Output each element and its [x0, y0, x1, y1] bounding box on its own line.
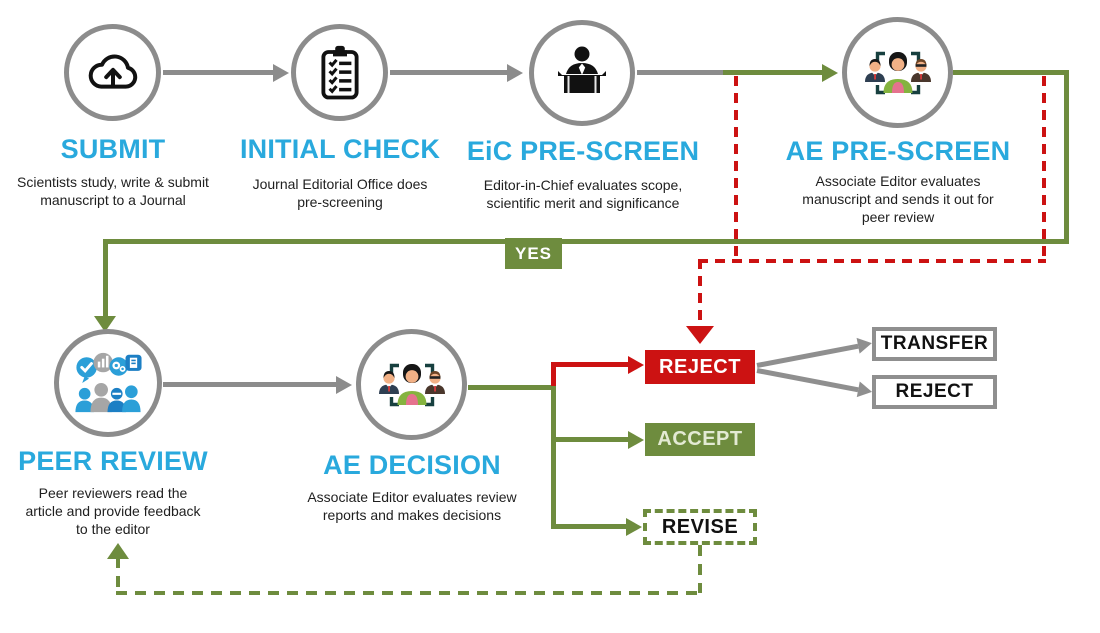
arrowhead-reject-final: [856, 380, 874, 400]
reject-dashed-horizontal: [698, 259, 1046, 263]
reject-dashed-drop: [698, 259, 702, 327]
node-ae-prescreen: [842, 17, 953, 128]
revise-loop-rise: [116, 557, 120, 595]
people-select-icon: [864, 51, 931, 94]
checklist-icon: [320, 45, 359, 99]
desc-submit: Scientists study, write & submit manuscr…: [17, 174, 209, 208]
desc-peer-review: Peer reviewers read the article and prov…: [25, 485, 201, 537]
yes-loop-left: [103, 239, 108, 318]
title-ae-decision: AE DECISION: [323, 450, 501, 480]
yes-loop-top: [953, 70, 1069, 75]
arrowhead-eic: [507, 64, 523, 82]
yes-loop-bottom: [103, 239, 1069, 244]
arrowhead-initial: [273, 64, 289, 82]
connector-submit-initial: [163, 70, 275, 75]
trunk-red-segment: [551, 362, 556, 390]
arrowhead-transfer: [856, 334, 874, 354]
branch-accept: [551, 437, 630, 442]
branch-revise: [551, 524, 628, 529]
connector-peer-aedecision: [163, 382, 338, 387]
title-peer-review: PEER REVIEW: [18, 446, 208, 476]
connector-initial-eic: [390, 70, 509, 75]
arrowhead-reject: [628, 356, 644, 374]
yes-loop-right: [1064, 70, 1069, 244]
arrowhead-aedecision: [336, 376, 352, 394]
revise-loop-horizontal: [116, 591, 702, 595]
desc-initial-check: Journal Editorial Office does pre-screen…: [252, 176, 428, 210]
people-select-icon: [378, 363, 445, 406]
arrowhead-peer-review: [94, 316, 116, 332]
arrowhead-ae-prescreen: [822, 64, 838, 82]
node-peer-review: [54, 329, 162, 437]
editor-desk-icon: [558, 46, 606, 93]
arrowhead-accept: [628, 431, 644, 449]
desc-eic-prescreen: Editor-in-Chief evaluates scope, scienti…: [483, 177, 683, 211]
title-initial-check: INITIAL CHECK: [239, 134, 441, 164]
node-eic-prescreen: [529, 20, 635, 126]
reject-dashed-from-eic: [734, 76, 738, 262]
transfer-box: TRANSFER: [872, 327, 997, 361]
yes-label: YES: [505, 238, 562, 269]
arrowhead-revise-loop: [107, 543, 129, 559]
revise-loop-drop: [698, 545, 702, 593]
desc-ae-prescreen: Associate Editor evaluates manuscript an…: [802, 173, 994, 225]
connector-reject-rejectfinal: [756, 368, 874, 400]
node-submit: [64, 24, 161, 121]
connector-eic-ae-gray: [637, 70, 723, 75]
connector-aedecision-trunk: [468, 385, 554, 390]
reject-final-box: REJECT: [872, 375, 997, 409]
arrowhead-revise: [626, 518, 642, 536]
branch-reject: [551, 362, 630, 367]
cloud-upload-icon: [88, 54, 137, 89]
reviewers-group-icon: [75, 352, 142, 413]
arrowhead-reject-dashed: [686, 326, 714, 344]
connector-eic-ae-green: [723, 70, 823, 75]
desc-ae-decision: Associate Editor evaluates review report…: [307, 489, 517, 523]
reject-dashed-from-ae: [1042, 76, 1046, 262]
title-eic-prescreen: EiC PRE-SCREEN: [466, 136, 700, 166]
title-submit: SUBMIT: [60, 134, 166, 164]
node-initial-check: [291, 24, 388, 121]
reject-box: REJECT: [645, 350, 755, 384]
trunk-green-segment: [551, 386, 556, 529]
title-ae-prescreen: AE PRE-SCREEN: [785, 136, 1011, 166]
revise-box: REVISE: [643, 509, 757, 545]
connector-reject-transfer: [756, 334, 874, 368]
node-ae-decision: [356, 329, 467, 440]
accept-box: ACCEPT: [645, 423, 755, 456]
